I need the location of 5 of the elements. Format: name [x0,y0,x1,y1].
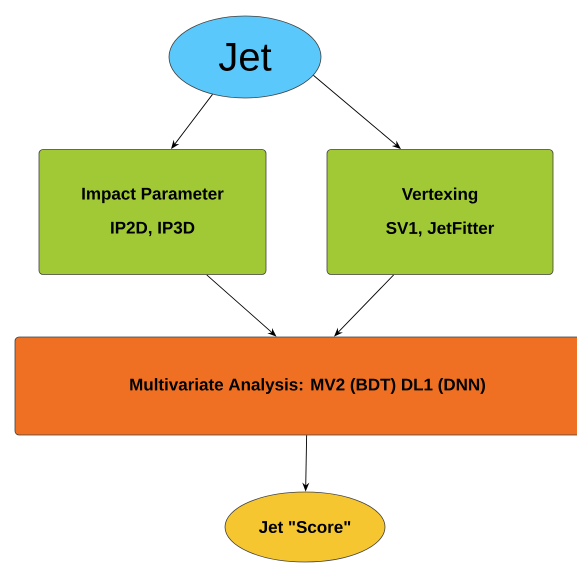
process-box: Vertexing SV1, JetFitter [326,149,554,275]
ellipse-node: Jet [168,16,322,98]
process-box: Multivariate Analysis: MV2 (BDT) DL1 (DNN) [14,336,577,436]
ellipse-node: Jet "Score" [224,492,386,562]
process-box: Impact Parameter IP2D, IP3D [38,149,266,275]
